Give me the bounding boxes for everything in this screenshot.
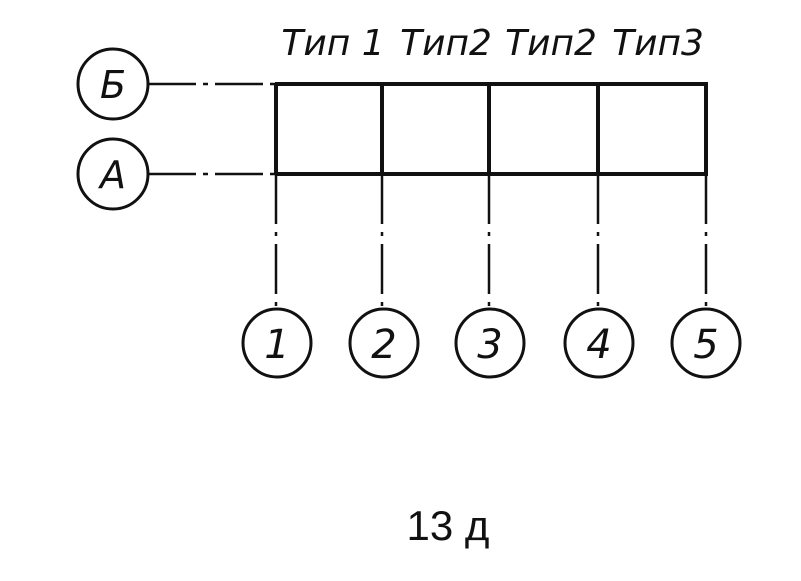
row-axis-a: А <box>76 137 276 211</box>
bay-type-label-3: Тип2 <box>505 23 597 64</box>
column-axis-label-5: 5 <box>693 322 718 368</box>
frame-columns <box>274 84 708 174</box>
row-axis-b: Б <box>76 47 276 121</box>
row-axis-b-label: Б <box>100 63 126 107</box>
frame-beams <box>275 82 708 176</box>
figure-caption: 13 д <box>407 502 490 549</box>
column-axis-bubble-5 <box>670 307 742 379</box>
column-axis-bubble-2 <box>348 307 420 379</box>
bay-type-label-1: Тип 1 <box>281 23 384 64</box>
column-axis-bubble-3 <box>454 307 526 379</box>
column-axis-label-4: 4 <box>586 322 611 368</box>
column-axis-bubbles: 1 2 3 4 5 <box>241 307 742 379</box>
bay-type-label-4: Тип3 <box>612 23 704 64</box>
column-axis-label-3: 3 <box>477 322 502 368</box>
row-axis-a-label: А <box>97 153 126 197</box>
column-axis-label-2: 2 <box>371 322 396 368</box>
bay-type-label-2: Тип2 <box>400 23 492 64</box>
column-axis-bubble-4 <box>563 307 635 379</box>
column-axis-lines <box>274 174 708 310</box>
bay-type-labels: Тип 1 Тип2 Тип2 Тип3 <box>281 23 704 64</box>
column-axis-label-1: 1 <box>264 322 289 368</box>
column-axis-bubble-1 <box>241 307 313 379</box>
